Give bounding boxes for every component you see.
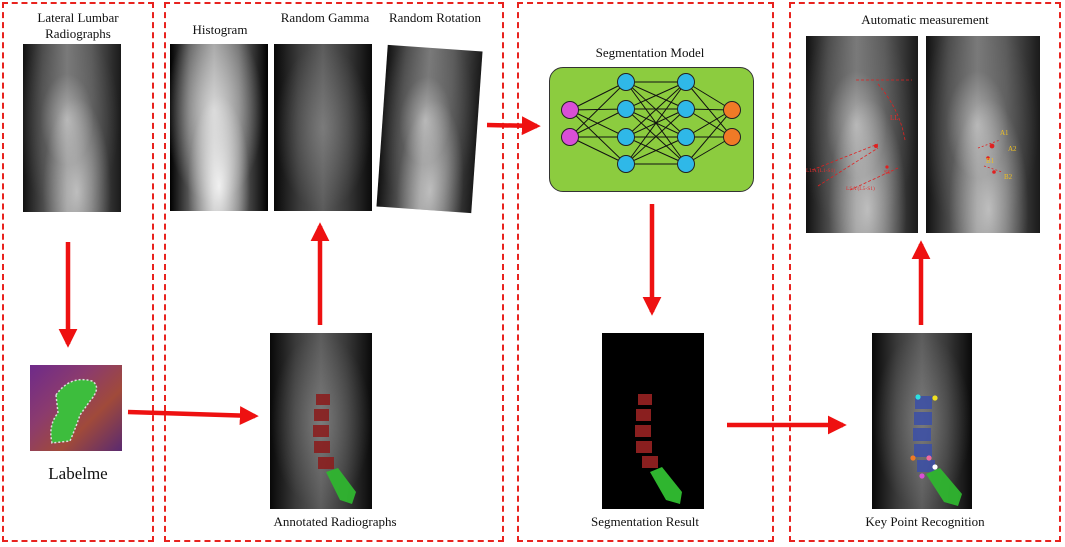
- hidden-node: [677, 128, 695, 146]
- measurement-points-left: [874, 144, 889, 169]
- annotated-vertebrae: [313, 394, 334, 469]
- hidden-node: [677, 155, 695, 173]
- input-node: [561, 101, 579, 119]
- output-node: [723, 128, 741, 146]
- arrow-augment-to-model: [486, 116, 541, 136]
- segmentation-result: [602, 333, 704, 509]
- input-node: [561, 128, 579, 146]
- output-node: [723, 101, 741, 119]
- segmentation-caption: Segmentation Result: [591, 514, 699, 529]
- annotated-caption: Annotated Radiographs: [273, 514, 397, 529]
- histogram-radiograph: [170, 44, 268, 211]
- hidden-node: [617, 128, 635, 146]
- neural-network: [569, 81, 733, 165]
- hidden-node: [617, 100, 635, 118]
- annotation-lsa: LSA (L5-S1): [846, 185, 875, 192]
- aug-histogram-label: Histogram: [192, 22, 248, 37]
- annotation-a2: A2: [1008, 145, 1017, 153]
- aug-rotation-label: Random Rotation: [388, 10, 482, 25]
- keypoint-vertebrae: [913, 396, 935, 472]
- measurement-title: Automatic measurement: [861, 12, 989, 27]
- model-title: Segmentation Model: [595, 45, 705, 60]
- hidden-node: [617, 73, 635, 91]
- keypoint-sacrum: [926, 468, 962, 506]
- hidden-node: [677, 73, 695, 91]
- measurement-lines-right: [977, 139, 1003, 173]
- input-title: Lateral Lumbar Radiographs: [37, 10, 119, 41]
- input-panel: [2, 2, 154, 542]
- annotated-sacrum: [326, 468, 356, 504]
- annotation-ss: SS: [884, 170, 891, 176]
- hidden-node: [617, 155, 635, 173]
- labelme-label: Labelme: [48, 464, 108, 483]
- arrow-labelme-to-annotated: [127, 406, 259, 425]
- labelme-annotation-shape: [50, 378, 98, 444]
- hidden-node: [677, 100, 695, 118]
- segmented-vertebrae: [635, 394, 658, 468]
- keypoint-caption: Key Point Recognition: [865, 514, 985, 529]
- measurement-panel: [789, 2, 1061, 542]
- measurement-points-right: [986, 143, 996, 174]
- annotation-ll: LL: [890, 114, 899, 122]
- measurement-radiograph-left: [806, 36, 918, 233]
- annotation-b2: B2: [1004, 173, 1013, 181]
- gamma-radiograph: [274, 44, 372, 211]
- measurement-lines-left: [811, 79, 912, 191]
- aug-gamma-label: Random Gamma: [280, 10, 370, 25]
- labelme-thumbnail: [30, 365, 122, 451]
- segmented-sacrum: [650, 467, 682, 504]
- lateral-radiograph: [23, 44, 121, 212]
- keypoints: [910, 394, 938, 479]
- annotation-b1: B1: [986, 157, 995, 165]
- measurement-radiograph-right: [926, 36, 1040, 233]
- augmentation-panel: [164, 2, 504, 542]
- annotation-a1: A1: [1000, 129, 1009, 137]
- annotation-lla: LLA (L1-S1): [806, 167, 835, 174]
- segmentation-panel: [517, 2, 774, 542]
